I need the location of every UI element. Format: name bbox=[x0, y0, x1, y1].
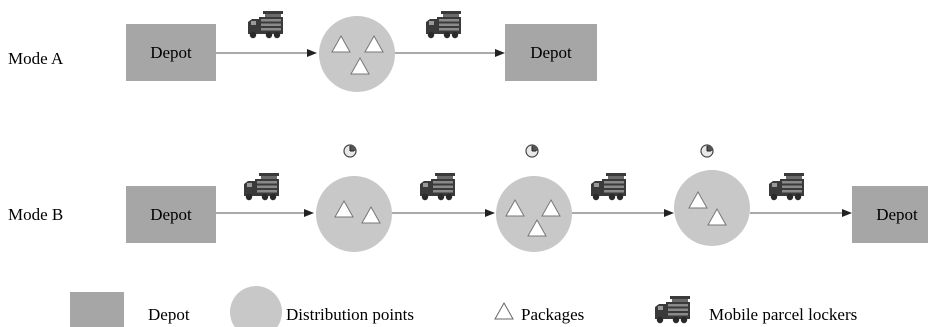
truck-icon bbox=[244, 173, 279, 201]
legend: Depot Distribution points Packages Mobil… bbox=[70, 286, 857, 327]
truck-icon bbox=[655, 296, 690, 324]
mode-a-distribution-point bbox=[319, 16, 395, 92]
mode-b-end-depot: Depot bbox=[852, 186, 928, 243]
legend-point-swatch bbox=[230, 286, 282, 327]
truck-icon bbox=[426, 11, 461, 39]
legend-depot-label: Depot bbox=[148, 305, 190, 324]
depot-label: Depot bbox=[150, 43, 192, 62]
legend-depot-swatch bbox=[70, 292, 124, 327]
mode-b-distribution-point-1 bbox=[316, 176, 392, 252]
legend-lockers-label: Mobile parcel lockers bbox=[709, 305, 857, 324]
package-triangle-icon bbox=[494, 301, 514, 320]
truck-icon bbox=[248, 11, 283, 39]
mode-b-start-depot: Depot bbox=[126, 186, 216, 243]
clock-icon bbox=[700, 144, 714, 158]
mode-b-distribution-point-2 bbox=[496, 176, 572, 252]
mode-b-distribution-point-3 bbox=[674, 170, 750, 246]
clock-icon bbox=[525, 144, 539, 158]
mode-a-start-depot: Depot bbox=[126, 24, 216, 81]
legend-points-label: Distribution points bbox=[286, 305, 414, 324]
truck-icon bbox=[591, 173, 626, 201]
mode-b-label: Mode B bbox=[8, 205, 63, 224]
clock-icon bbox=[343, 144, 357, 158]
depot-label: Depot bbox=[530, 43, 572, 62]
mode-a-end-depot: Depot bbox=[505, 24, 597, 81]
legend-packages-label: Packages bbox=[521, 305, 584, 324]
depot-label: Depot bbox=[876, 205, 918, 224]
mode-a-label: Mode A bbox=[8, 49, 64, 68]
depot-label: Depot bbox=[150, 205, 192, 224]
truck-icon bbox=[769, 173, 804, 201]
truck-icon bbox=[420, 173, 455, 201]
